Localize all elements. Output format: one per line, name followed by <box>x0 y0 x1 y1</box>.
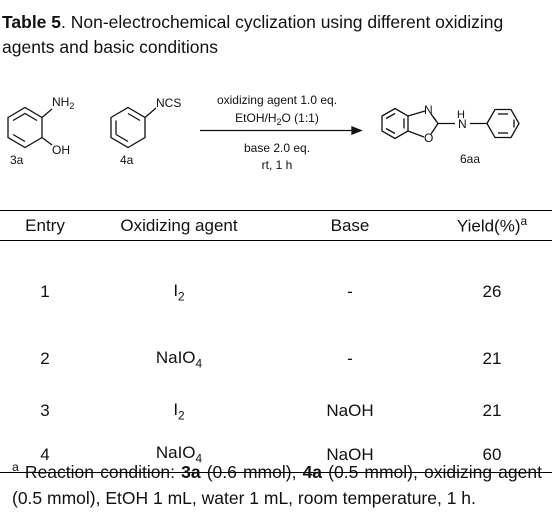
oxazole-bond <box>432 116 437 121</box>
cell-yield: 21 <box>482 349 502 368</box>
table-row: 2 NaIO4 - 21 <box>0 333 552 385</box>
results-table: Entry Oxidizing agent Base Yield(%)a 1 I… <box>0 210 552 473</box>
table-row: 1 I2 - 26 <box>0 241 552 334</box>
table-header-row: Entry Oxidizing agent Base Yield(%)a <box>0 210 552 241</box>
cell-oxidizing-agent: NaIO4 <box>90 437 268 473</box>
cell-base: NaOH <box>268 437 432 473</box>
header-base: Base <box>268 210 432 241</box>
oxazole-oxygen-label: O <box>424 131 433 145</box>
footnote-marker: a <box>12 460 19 474</box>
header-yield: Yield(%)a <box>432 210 552 241</box>
reactant-4a-label: 4a <box>120 153 134 167</box>
n-phenyl-ring <box>486 108 520 139</box>
footnote-compound-3a: 3a <box>181 461 201 482</box>
cell-yield: 26 <box>482 282 502 301</box>
amine-nitrogen-label: N <box>458 117 467 131</box>
header-entry: Entry <box>0 210 90 241</box>
conditions-time: rt, 1 h <box>262 158 293 172</box>
cell-yield: 60 <box>432 437 552 473</box>
amine-hydrogen-label: H <box>457 109 465 121</box>
isothiocyanate-bond <box>144 107 157 118</box>
cell-oxidizing-agent: I2 <box>173 399 185 423</box>
cell-yield: 21 <box>482 401 502 420</box>
reaction-scheme-drawing: NH2 OH 3a NCS 4a oxidizing agent 1.0 eq.… <box>7 93 520 172</box>
cell-entry: 3 <box>40 401 50 420</box>
table-caption-label: Table 5 <box>2 12 62 32</box>
oxazole-bond <box>407 110 426 117</box>
oxazole-bond <box>407 130 425 138</box>
cell-entry: 2 <box>40 349 50 368</box>
conditions-base: base 2.0 eq. <box>244 141 310 155</box>
table-caption: Table 5. Non-electrochemical cyclization… <box>2 10 550 60</box>
footnote-compound-4a: 4a <box>302 461 323 482</box>
reaction-arrowhead <box>351 126 363 135</box>
product-6aa-label: 6aa <box>460 152 480 166</box>
phenyl-ring-bond <box>127 112 141 122</box>
table-caption-text: . Non-electrochemical cyclization using … <box>2 12 504 57</box>
cell-base: - <box>347 349 353 368</box>
footnote-text: (0.6 mmol), <box>200 461 303 482</box>
table-row: 4 NaIO4 NaOH 60 <box>0 437 552 473</box>
table-row: 3 I2 NaOH 21 <box>0 385 552 437</box>
cell-oxidizing-agent: I2 <box>173 280 185 304</box>
footnote-text: (0.5 mmol), oxidizing agent (0.5 mmol), … <box>12 461 542 508</box>
hydroxyl-group-label: OH <box>52 143 70 157</box>
amine-group-label: NH2 <box>52 95 74 111</box>
cell-entry: 1 <box>40 282 50 301</box>
isothiocyanate-group-label: NCS <box>156 96 181 110</box>
conditions-solvent: EtOH/H2O (1:1) <box>235 111 319 127</box>
cell-base: - <box>347 282 353 301</box>
aminophenol-ring-bond <box>12 112 38 122</box>
table-footnote: a Reaction condition: 3a (0.6 mmol), 4a … <box>12 454 542 511</box>
amine-bond <box>41 108 53 118</box>
hydroxyl-bond <box>41 136 53 146</box>
phenyl-isothiocyanate-ring <box>110 106 146 149</box>
reaction-scheme: NH2 OH 3a NCS 4a oxidizing agent 1.0 eq.… <box>0 80 552 190</box>
aminophenol-ring-bond <box>12 133 26 143</box>
benzo-ring-bond <box>385 127 396 135</box>
footnote-text: Reaction condition: <box>18 461 182 482</box>
cell-entry: 4 <box>0 437 90 473</box>
conditions-oxidizing-agent: oxidizing agent 1.0 eq. <box>217 93 337 107</box>
benzo-ring-bond <box>385 112 396 120</box>
cell-base: NaOH <box>326 401 374 420</box>
oxazole-bond <box>430 123 439 135</box>
cell-oxidizing-agent: NaIO4 <box>155 347 203 371</box>
header-oxidizing-agent: Oxidizing agent <box>90 210 268 241</box>
oxazole-nitrogen-label: N <box>424 103 433 117</box>
reactant-3a-label: 3a <box>10 153 24 167</box>
phenyl-ring-bond <box>115 133 129 143</box>
